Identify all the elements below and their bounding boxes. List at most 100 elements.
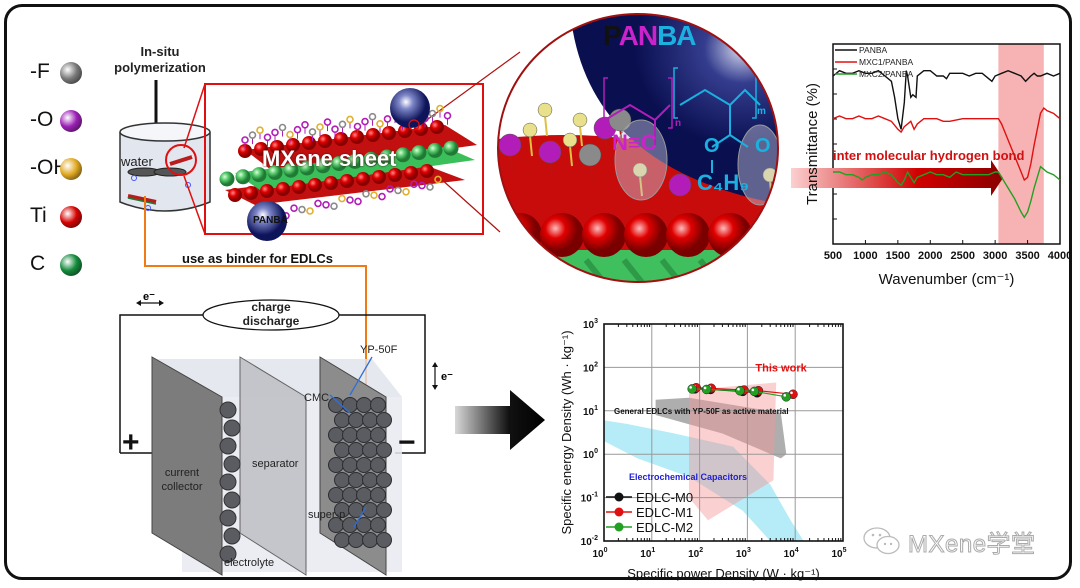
panba-sphere-label: PANBA bbox=[253, 215, 288, 226]
zoom-circle bbox=[165, 144, 197, 176]
electrode-particles-left bbox=[219, 401, 241, 563]
x-tick-label: 3500 bbox=[1015, 250, 1039, 262]
zoom-circle-outline bbox=[497, 13, 779, 283]
super-p-label: super-p bbox=[308, 509, 346, 521]
x-tick-label: 2000 bbox=[918, 250, 942, 262]
hbond-arrow bbox=[791, 160, 1003, 196]
butyl-label: C₄H₉ bbox=[697, 170, 750, 195]
c-atoms bbox=[219, 140, 459, 187]
circuit-wire-right bbox=[338, 314, 426, 454]
mxene-sheet-label: MXene sheet bbox=[262, 146, 397, 171]
x-tick-label: 2500 bbox=[950, 250, 974, 262]
atom-legend-label: Ti bbox=[30, 204, 47, 227]
legend-label: EDLC-M1 bbox=[636, 505, 693, 520]
collector-label: collector bbox=[161, 481, 203, 493]
charge-label: charge bbox=[251, 300, 291, 314]
panba-title-part: P bbox=[603, 20, 620, 51]
nitrile-label: N≡C bbox=[612, 130, 657, 155]
general-edlc-region bbox=[655, 397, 787, 459]
data-point-highlight bbox=[689, 386, 692, 389]
x-axis-label: Specific power Density (W · kg⁻¹) bbox=[627, 566, 820, 581]
wechat-icon bbox=[863, 526, 900, 554]
data-point-highlight bbox=[737, 387, 740, 391]
atom-legend-label: C bbox=[30, 252, 46, 275]
data-point-highlight bbox=[703, 386, 707, 390]
current-collector-left bbox=[151, 356, 223, 576]
ftir-series-line bbox=[832, 106, 1061, 182]
cmc-label: CMC bbox=[304, 392, 330, 404]
subscript-m: m bbox=[757, 106, 766, 117]
binder-line bbox=[144, 196, 367, 418]
x-tick-label: 1500 bbox=[886, 250, 910, 262]
water-label: water bbox=[121, 154, 153, 169]
legend-label: PANBA bbox=[859, 45, 888, 55]
yp50f-pointer bbox=[349, 356, 373, 396]
ti-atoms-bottom bbox=[228, 164, 434, 202]
legend-marker bbox=[614, 522, 624, 532]
legend-label: EDLC-M0 bbox=[636, 490, 693, 505]
data-point-highlight bbox=[783, 394, 787, 397]
x-tick-label: 4000 bbox=[1048, 250, 1072, 262]
ftir-series-line bbox=[833, 165, 1061, 219]
y-tick-label: 10-1 bbox=[581, 492, 598, 505]
atom-legend-swatch bbox=[60, 254, 82, 276]
subscript-n: n bbox=[675, 118, 682, 129]
mxene-flake bbox=[127, 194, 157, 204]
legend-label: MXC2/PANBA bbox=[859, 69, 913, 79]
panba-title: PANBA bbox=[603, 20, 697, 52]
x-tick-label: 104 bbox=[784, 547, 799, 560]
panba-polymer-region bbox=[570, 14, 778, 205]
electrochemical-capacitors-region bbox=[604, 420, 804, 541]
mxene-zoom-box bbox=[204, 83, 484, 235]
y-tick-label: 10-2 bbox=[581, 535, 598, 548]
process-label-line1: In-situ bbox=[140, 44, 180, 59]
x-tick-label: 500 bbox=[824, 250, 842, 262]
edlc-cell-diagram bbox=[119, 299, 438, 576]
binder-label: use as binder for EDLCs bbox=[182, 251, 333, 266]
x-tick-label: 100 bbox=[592, 547, 607, 560]
y-axis-label: Specific energy Density (Wh · kg⁻¹) bbox=[559, 330, 574, 534]
data-point bbox=[701, 384, 712, 395]
separator-label: separator bbox=[252, 458, 299, 470]
electrochemical-capacitors-label: Electrochemical Capacitors bbox=[629, 472, 747, 482]
y-tick-label: 101 bbox=[583, 405, 598, 418]
cmc-pointer bbox=[329, 394, 351, 414]
electron-label-right: e⁻ bbox=[441, 371, 453, 383]
y-tick-label: 103 bbox=[583, 318, 598, 331]
molecular-zoom-circle bbox=[497, 13, 779, 283]
process-label: In-situ polymerization bbox=[100, 44, 220, 76]
atom-legend-swatch bbox=[60, 62, 82, 84]
data-point-highlight bbox=[751, 388, 755, 392]
hbond-annotation: inter molecular hydrogen bond bbox=[833, 148, 1025, 163]
discharge-label: discharge bbox=[242, 314, 300, 328]
x-tick-label: 3000 bbox=[983, 250, 1007, 262]
flow-arrow bbox=[455, 390, 545, 450]
current-collector-label: current collector bbox=[152, 466, 212, 494]
this-work-label: This work bbox=[755, 362, 807, 374]
highlight-band bbox=[998, 44, 1044, 244]
atom-legend-label: -OH bbox=[30, 156, 69, 179]
data-point-highlight bbox=[790, 391, 793, 395]
atom-legend-label: -O bbox=[30, 108, 54, 131]
electrode-particles-right bbox=[328, 397, 392, 548]
atom-legend-swatch bbox=[60, 158, 82, 180]
x-tick-label: 102 bbox=[688, 547, 703, 560]
ftir-series-line bbox=[832, 69, 1061, 130]
separator-sheet bbox=[239, 356, 307, 576]
ti-atoms-top bbox=[238, 120, 444, 158]
electrolyte-label: electrolyte bbox=[224, 557, 275, 569]
panba-sphere-top bbox=[390, 88, 430, 128]
y-tick-label: 102 bbox=[583, 361, 598, 374]
plot-frame bbox=[603, 323, 844, 542]
general-edlc-label: General EDLCs with YP-50F as active mate… bbox=[614, 407, 789, 416]
figure-frame bbox=[4, 4, 1072, 580]
oxygen-label-1: O bbox=[704, 135, 720, 157]
y-axis-label: Transmittance (%) bbox=[804, 83, 821, 205]
atom-legend-swatch bbox=[60, 206, 82, 228]
minus-terminal: − bbox=[398, 426, 416, 459]
surface-terminations-zoomed bbox=[498, 102, 778, 212]
data-point bbox=[735, 385, 745, 396]
hbond-ellipse-2 bbox=[737, 124, 778, 206]
